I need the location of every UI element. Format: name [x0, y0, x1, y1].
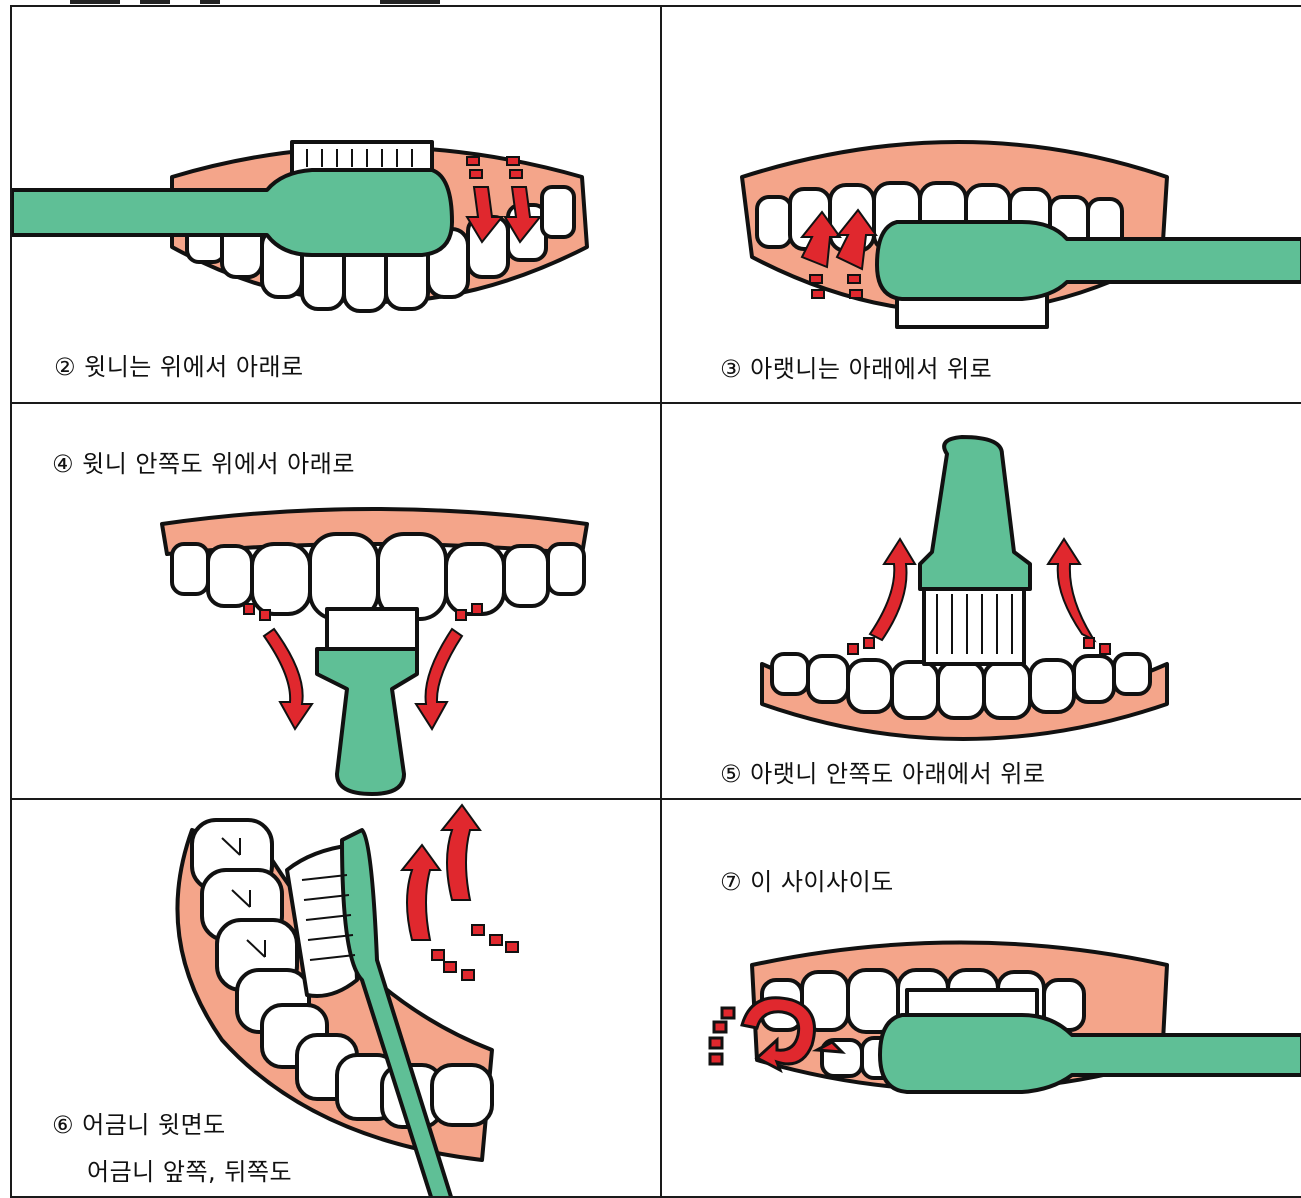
- lower-inner-brushing-illustration: [662, 404, 1301, 800]
- panel-upper-teeth: ② 윗니는 위에서 아래로: [10, 5, 662, 404]
- panel-lower-inner: ⑤ 아랫니 안쪽도 아래에서 위로: [660, 402, 1301, 800]
- upper-teeth-brushing-illustration: [12, 7, 662, 404]
- brushing-guide-grid: ② 윗니는 위에서 아래로: [10, 5, 1301, 1191]
- caption-lower-teeth: ③ 아랫니는 아래에서 위로: [720, 349, 992, 384]
- upper-inner-brushing-illustration: [12, 404, 662, 800]
- caption-molars-2: 어금니 앞쪽, 뒤쪽도: [87, 1152, 292, 1187]
- lower-teeth-brushing-illustration: [662, 7, 1301, 404]
- between-teeth-brushing-illustration: [662, 800, 1301, 1198]
- panel-between-teeth: ⑦ 이 사이사이도: [660, 798, 1301, 1198]
- panel-lower-teeth: ③ 아랫니는 아래에서 위로: [660, 5, 1301, 404]
- caption-lower-inner: ⑤ 아랫니 안쪽도 아래에서 위로: [720, 754, 1046, 789]
- caption-molars-1: ⑥ 어금니 윗면도: [52, 1105, 226, 1140]
- panel-upper-inner: ④ 윗니 안쪽도 위에서 아래로: [10, 402, 662, 800]
- panel-molars: ⑥ 어금니 윗면도 어금니 앞쪽, 뒤쪽도: [10, 798, 662, 1198]
- caption-upper-teeth: ② 윗니는 위에서 아래로: [54, 347, 304, 382]
